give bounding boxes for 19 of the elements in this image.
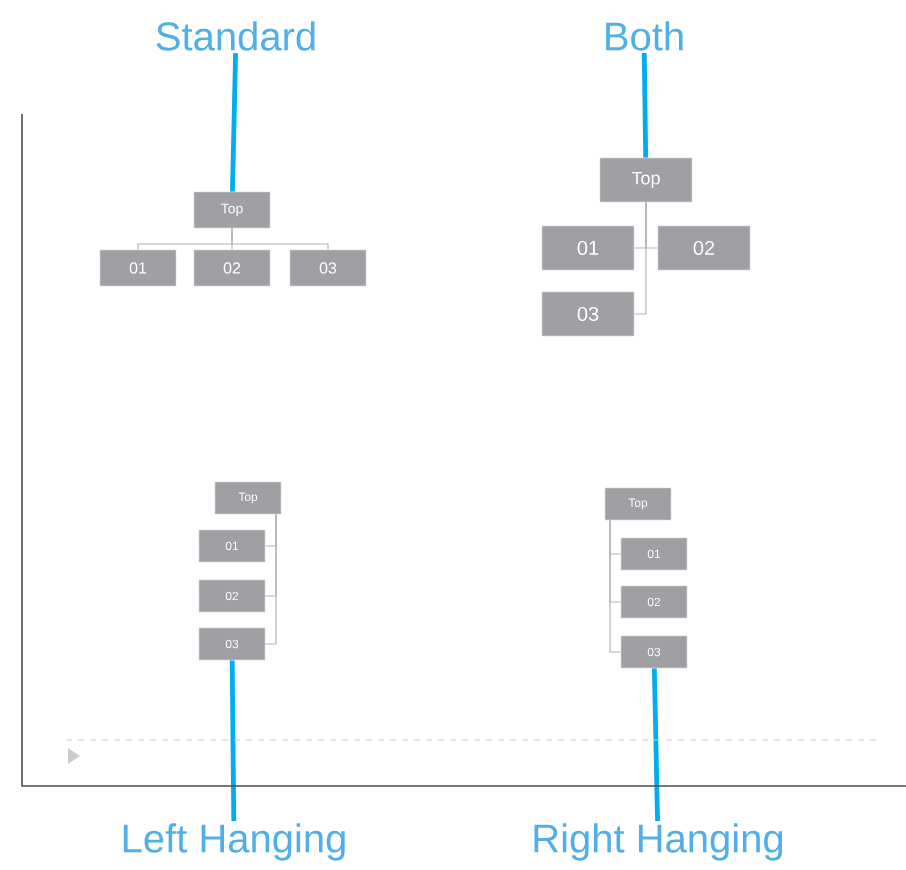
leader-line: [641, 53, 649, 158]
org-box: 02: [657, 225, 751, 271]
connector-line: [609, 519, 622, 653]
leader-line: [651, 668, 660, 821]
org-box: 03: [541, 291, 635, 337]
leader-line: [230, 53, 238, 192]
callout-label: Both: [606, 21, 683, 51]
org-box: 01: [99, 249, 177, 287]
callout-label: Left Hanging: [123, 823, 345, 861]
org-box: 03: [289, 249, 367, 287]
connector-line: [264, 513, 277, 645]
org-box: Top: [599, 157, 693, 203]
connector-line: [633, 201, 647, 315]
leader-line: [229, 660, 237, 821]
callout-label: Standard: [156, 21, 315, 51]
connector-line: [231, 227, 329, 251]
org-box: 02: [193, 249, 271, 287]
org-box: 01: [541, 225, 635, 271]
callout-label: Right Hanging: [534, 823, 783, 861]
